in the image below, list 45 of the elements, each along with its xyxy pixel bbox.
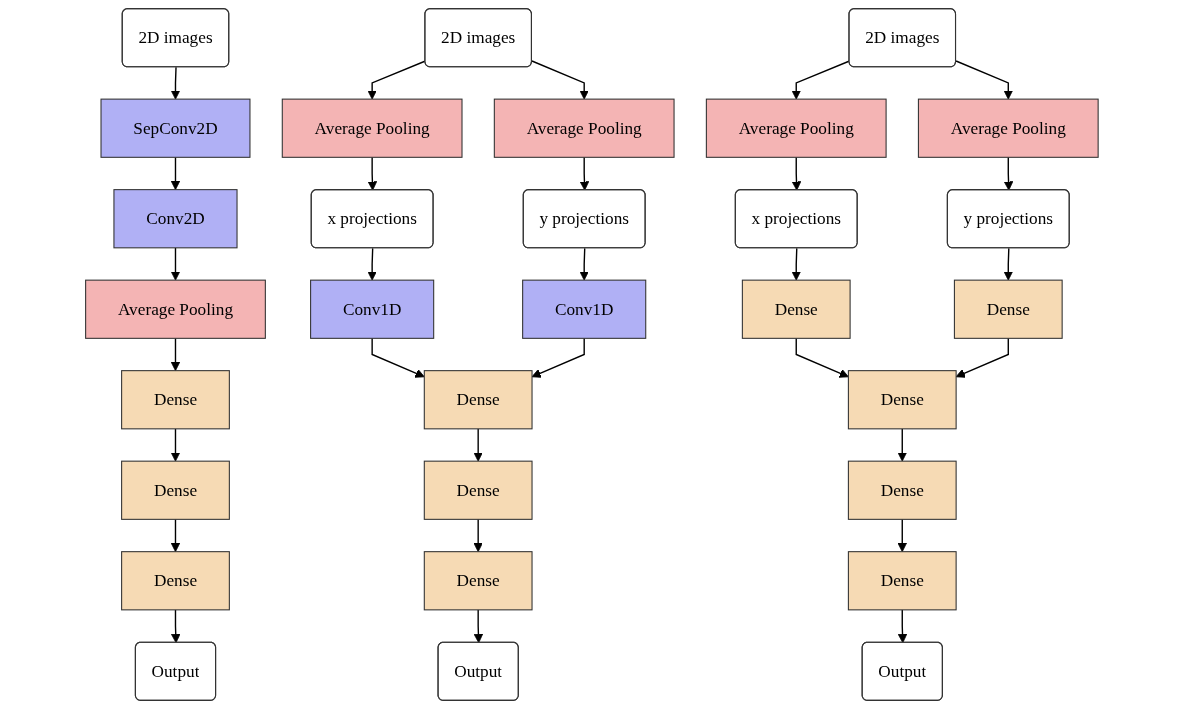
arrow	[579, 247, 590, 281]
node-box: Average Pooling	[705, 98, 887, 158]
arrow	[170, 428, 181, 462]
arrow	[171, 609, 181, 644]
arrow	[367, 247, 377, 281]
node-box: Conv1D	[522, 279, 647, 339]
node-box: Dense	[121, 370, 230, 430]
arrow	[791, 247, 802, 281]
arrow	[170, 156, 181, 191]
node-box: Dense	[847, 370, 957, 430]
arrow	[473, 518, 483, 553]
node-box: Dense	[121, 551, 230, 611]
node-box: Average Pooling	[918, 98, 1099, 158]
node-box: Dense	[741, 279, 851, 339]
arrow	[371, 337, 425, 378]
node-box: Conv2D	[113, 189, 238, 249]
arrow	[791, 156, 802, 191]
node-box: Conv1D	[310, 279, 435, 339]
node-box: Average Pooling	[281, 98, 463, 158]
arrow	[531, 60, 590, 100]
node-box: Average Pooling	[85, 279, 266, 339]
node-box: Dense	[423, 460, 533, 520]
arrow	[367, 156, 378, 191]
node-box: Dense	[954, 279, 1063, 339]
arrow	[897, 518, 908, 553]
arrow	[170, 518, 181, 553]
arrow	[473, 428, 483, 462]
arrow	[1003, 247, 1014, 281]
arrow	[897, 428, 908, 462]
node-box: Average Pooling	[493, 98, 675, 158]
arrow	[795, 337, 849, 378]
node-box: Dense	[847, 460, 957, 520]
node-box: Dense	[847, 551, 957, 611]
node-box: SepConv2D	[100, 98, 251, 158]
arrow	[897, 609, 908, 644]
node-box: Dense	[423, 370, 533, 430]
node-box: Dense	[121, 460, 230, 520]
arrow	[170, 247, 181, 281]
arrow	[473, 609, 484, 644]
arrow	[1003, 156, 1014, 191]
arrow	[170, 66, 181, 100]
node-box: Dense	[423, 551, 533, 611]
arrow	[955, 60, 1014, 100]
arrow	[579, 156, 590, 191]
arrow	[170, 337, 181, 372]
